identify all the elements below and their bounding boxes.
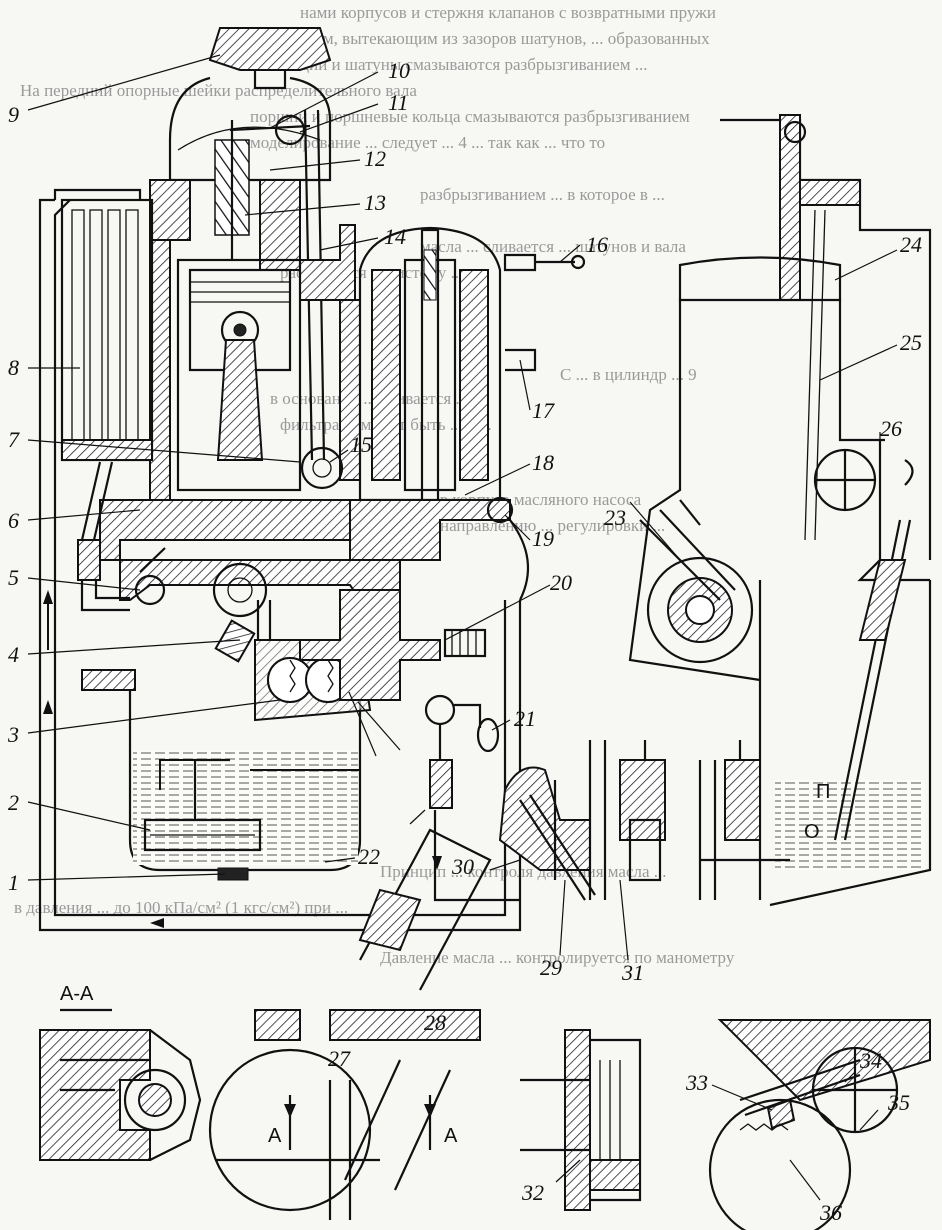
callout-6: 6 <box>8 508 19 533</box>
callout-31: 31 <box>621 960 644 985</box>
bg-line: С ... в цилиндр ... 9 <box>560 365 697 384</box>
pressure-sensor <box>443 628 487 658</box>
callout-15: 15 <box>350 432 372 457</box>
camshaft <box>300 446 344 490</box>
callout-5: 5 <box>8 565 19 590</box>
callout-16: 16 <box>586 232 608 257</box>
callout-21: 21 <box>514 706 536 731</box>
oil-distributor <box>299 589 520 902</box>
bg-line: масла ... сливается ... шатунов и вала <box>420 237 686 256</box>
rocker-shaft-end <box>783 120 807 144</box>
bg-line: в давления ... до 100 кПа/см² (1 кгс/см²… <box>14 898 348 917</box>
relief-valve <box>214 619 256 663</box>
bg-line: Давление масла ... контролируется по ман… <box>380 948 735 967</box>
callout-3: 3 <box>7 722 19 747</box>
bg-line: Принцип ... контроля давления масла ... <box>380 862 667 881</box>
gear-36 <box>708 1098 852 1230</box>
gear-detail <box>520 1029 642 1211</box>
callout-10: 10 <box>388 58 410 83</box>
dipstick-mark-upper: П <box>816 781 830 803</box>
callout-8: 8 <box>8 355 19 380</box>
callout-29: 29 <box>540 955 562 980</box>
callout-28: 28 <box>424 1010 446 1035</box>
callout-19: 19 <box>532 526 554 551</box>
callout-1: 1 <box>8 870 19 895</box>
filter-valve <box>505 348 537 372</box>
radiator-tap <box>80 580 130 612</box>
rod-bearing-detail: А А <box>208 828 492 1220</box>
cylinder <box>176 258 302 492</box>
callout-27: 27 <box>328 1046 351 1071</box>
radiator-outlet-tube <box>80 461 102 541</box>
callout-17: 17 <box>532 398 555 423</box>
bg-line: моделирование ... следует ... 4 ... так … <box>250 133 605 152</box>
callout-18: 18 <box>532 450 554 475</box>
rod-bearing-circle <box>208 1048 372 1212</box>
bg-line: ции и шатуны смазываются разбрызгиванием… <box>300 55 647 74</box>
callout-33: 33 <box>685 1070 708 1095</box>
leader-lines <box>27 54 898 1201</box>
filter-housing <box>358 226 502 502</box>
callout-12: 12 <box>364 146 386 171</box>
bg-line: нами корпусов и стержня клапанов с возвр… <box>300 3 716 22</box>
callout-22: 22 <box>358 844 380 869</box>
bg-line: разбрызгиванием ... в которое в ... <box>420 185 665 204</box>
callout-36: 36 <box>819 1200 842 1225</box>
callout-14: 14 <box>384 224 406 249</box>
callout-11: 11 <box>388 90 408 115</box>
section-mark-left: А <box>268 1125 282 1147</box>
rod-sections <box>498 740 790 901</box>
section-a-a-label: А-А <box>60 983 94 1005</box>
callout-30: 30 <box>451 854 474 879</box>
callout-25: 25 <box>900 330 922 355</box>
callout-23: 23 <box>604 505 626 530</box>
callout-4: 4 <box>8 642 19 667</box>
callout-2: 2 <box>8 790 19 815</box>
callout-35: 35 <box>887 1090 910 1115</box>
callout-24: 24 <box>900 232 922 257</box>
piston <box>188 268 292 372</box>
crankshaft <box>212 562 268 618</box>
section-a-a: А-А <box>39 983 202 1161</box>
centrifugal-filter <box>349 226 586 601</box>
callout-32: 32 <box>521 1180 544 1205</box>
callout-9: 9 <box>8 102 19 127</box>
oil-level <box>133 750 358 865</box>
bg-line: поршни и поршневые кольца смазываются ра… <box>250 107 690 126</box>
section-mark-right: А <box>444 1125 458 1147</box>
callout-26: 26 <box>880 416 902 441</box>
side-section-dipstick: П О <box>628 114 932 907</box>
bg-line: стом, вытекающим из зазоров шатунов, ...… <box>300 29 710 48</box>
dipstick-mark-lower: О <box>804 821 820 843</box>
bg-line: в основании ... сливается ... <box>270 389 468 408</box>
connecting-rod <box>216 339 264 461</box>
oil-filler-cap <box>208 27 332 71</box>
callout-20: 20 <box>550 570 572 595</box>
cooler-tap <box>424 694 456 726</box>
oil-pump-drive-detail <box>708 1019 931 1230</box>
callout-13: 13 <box>364 190 386 215</box>
bg-line: На передний опорные шейки распределитель… <box>20 81 417 100</box>
cylinder-top <box>678 256 842 302</box>
crank-journal <box>646 556 754 664</box>
callout-7: 7 <box>8 427 20 452</box>
callout-34: 34 <box>859 1048 882 1073</box>
oil-strainer <box>143 818 262 852</box>
callout-numbers: 1 2 3 4 5 6 7 8 9 10 11 12 13 14 15 16 1… <box>7 58 922 1225</box>
section-shaft <box>123 1068 187 1132</box>
